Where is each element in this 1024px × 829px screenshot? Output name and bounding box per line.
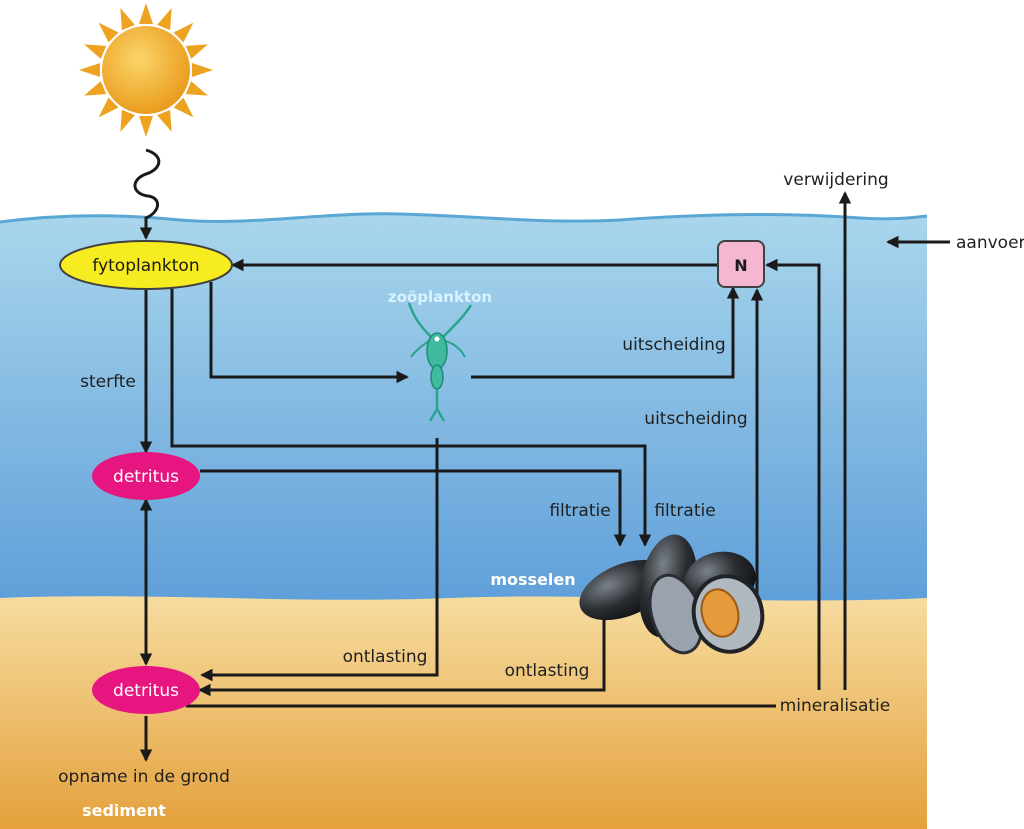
arrow-fyto-to-zooplankton xyxy=(209,282,409,384)
arrow-filtratie-fyto xyxy=(170,288,652,547)
zooplankton-icon xyxy=(407,302,473,422)
arrow-ontlasting-mussel xyxy=(198,615,606,697)
filtratie-1-label: filtratie xyxy=(549,501,610,521)
arrow-zoo-to-n xyxy=(471,286,740,379)
detritus-water-node: detritus xyxy=(92,452,200,500)
sun-icon xyxy=(79,3,213,137)
detritus-sediment-node: detritus xyxy=(92,666,200,714)
ontlasting-zoo-label: ontlasting xyxy=(343,647,428,667)
nitrogen-node: N xyxy=(717,240,765,288)
zooplankton-label: zoöplankton xyxy=(388,288,492,306)
aanvoer-label: aanvoer xyxy=(956,233,1024,253)
sediment-label: sediment xyxy=(82,801,166,820)
opname-label: opname in de grond xyxy=(58,767,230,787)
flow-arrows xyxy=(139,191,950,762)
arrow-ontlasting-zoo xyxy=(200,438,439,682)
verwijdering-label: verwijdering xyxy=(783,170,888,190)
uitscheiding-zoo-label: uitscheiding xyxy=(622,335,725,355)
uitscheiding-mussel-label: uitscheiding xyxy=(644,409,747,429)
fytoplankton-label: fytoplankton xyxy=(92,256,199,276)
fytoplankton-node: fytoplankton xyxy=(59,240,233,290)
detritus-sediment-label: detritus xyxy=(113,681,179,701)
detritus-water-label: detritus xyxy=(113,467,179,487)
arrow-filtratie-detritus xyxy=(200,469,627,547)
arrow-mineralisatie-to-n xyxy=(765,258,821,690)
water-body xyxy=(0,213,927,604)
filtratie-2-label: filtratie xyxy=(654,501,715,521)
ontlasting-mussel-label: ontlasting xyxy=(505,661,590,681)
sunlight-arrow xyxy=(133,148,161,240)
mosselen-label: mosselen xyxy=(490,570,575,589)
nitrogen-label: N xyxy=(734,256,747,275)
mussels-icon xyxy=(579,534,765,655)
mineralisatie-label: mineralisatie xyxy=(780,696,891,716)
water-surface-line xyxy=(0,212,928,224)
sediment-layer xyxy=(0,596,927,829)
sterfte-label: sterfte xyxy=(80,372,136,392)
